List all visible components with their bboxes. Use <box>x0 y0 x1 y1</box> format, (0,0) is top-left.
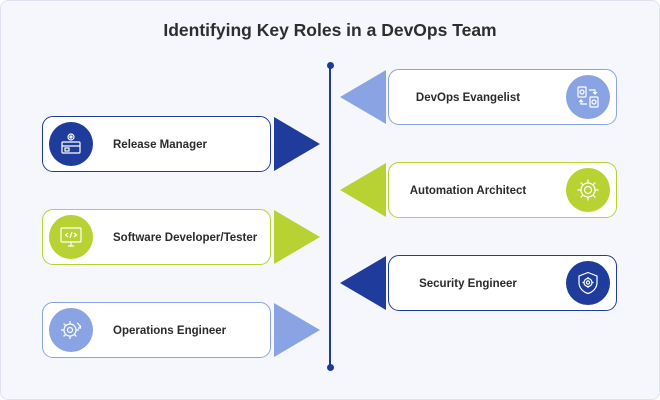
arrow-devops-evangelist <box>340 70 386 124</box>
box-gear-icon <box>49 122 93 166</box>
shield-gear-icon <box>566 261 610 305</box>
gear-icon <box>566 168 610 212</box>
timeline-line <box>329 66 331 368</box>
role-label-operations-engineer: Operations Engineer <box>113 325 227 337</box>
arrow-automation-architect <box>340 163 386 217</box>
arrow-software-developer-tester <box>274 210 320 264</box>
role-label-devops-evangelist: DevOps Evangelist <box>415 92 521 104</box>
arrow-security-engineer <box>340 256 386 310</box>
arrow-operations-engineer <box>274 303 320 357</box>
role-label-release-manager: Release Manager <box>113 139 207 151</box>
role-label-security-engineer: Security Engineer <box>419 278 517 290</box>
role-card-software-developer-tester: Software Developer/Tester <box>42 209 271 265</box>
arrow-release-manager <box>274 117 320 171</box>
gear-cycle-icon <box>49 308 93 352</box>
role-label-automation-architect: Automation Architect <box>409 185 527 197</box>
role-card-release-manager: Release Manager <box>42 116 271 172</box>
role-card-devops-evangelist: DevOps Evangelist <box>388 69 617 125</box>
code-monitor-icon <box>49 215 93 259</box>
diagram-title: Identifying Key Roles in a DevOps Team <box>163 20 497 40</box>
role-card-automation-architect: Automation Architect <box>388 162 617 218</box>
role-card-security-engineer: Security Engineer <box>388 255 617 311</box>
exchange-docs-icon <box>566 75 610 119</box>
role-label-software-developer-tester: Software Developer/Tester <box>113 232 258 244</box>
timeline-top-dot <box>326 62 334 69</box>
role-card-operations-engineer: Operations Engineer <box>42 302 271 358</box>
timeline-bottom-dot <box>326 364 334 371</box>
